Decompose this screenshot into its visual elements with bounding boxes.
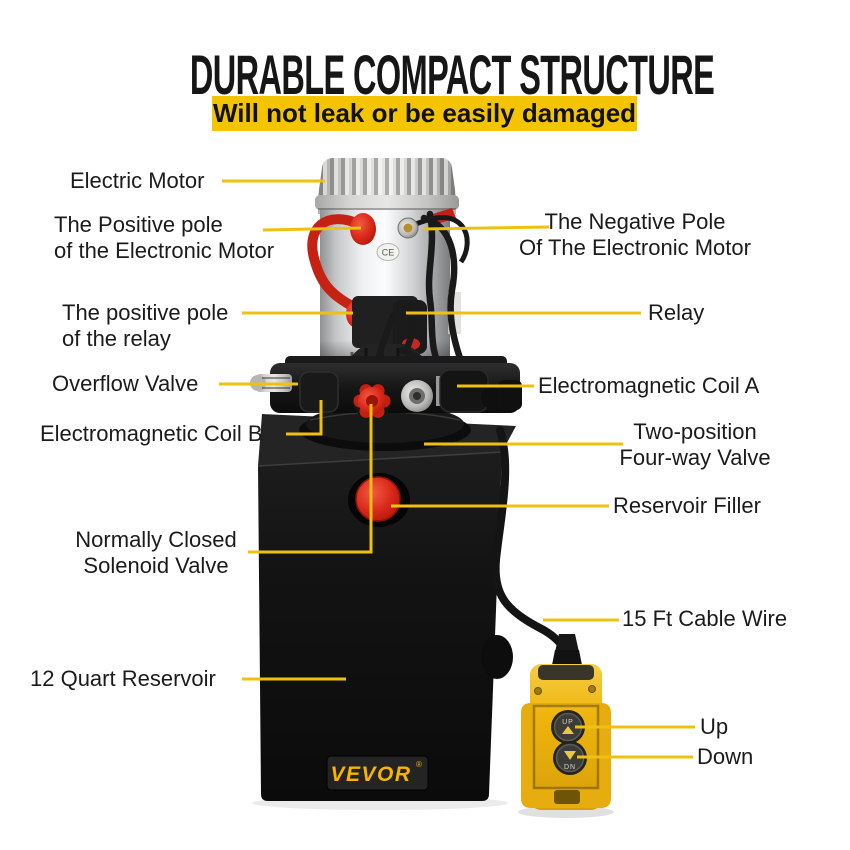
label-line: Solenoid Valve xyxy=(83,553,229,578)
ce-mark-text: CE xyxy=(382,248,395,258)
leader-normally-closed xyxy=(248,404,373,554)
label-line: of the relay xyxy=(62,326,171,351)
pendant-bracket xyxy=(521,703,611,808)
subtitle-banner: Will not leak or be easily damaged xyxy=(212,96,637,131)
reservoir-filler xyxy=(348,473,410,527)
page-title-text: DURABLE COMPACT STRUCTURE xyxy=(189,43,715,106)
up-button: UP xyxy=(551,710,585,744)
registered-mark: ® xyxy=(416,760,422,769)
pendant-remote: UP DN xyxy=(521,634,611,810)
label-normally-closed: Normally Closed Solenoid Valve xyxy=(61,527,251,579)
label-reservoir-filler: Reservoir Filler xyxy=(613,493,761,518)
positive-pole-motor-cap xyxy=(350,213,376,245)
up-arrow-icon xyxy=(562,726,574,734)
label-line: The Negative Pole xyxy=(544,209,726,234)
label-coil-a: Electromagnetic Coil A xyxy=(538,373,760,398)
down-button-text: DN xyxy=(564,764,576,771)
electromagnetic-coil-a xyxy=(439,369,489,413)
solenoid-release-knob xyxy=(353,382,391,420)
leader-negative-pole xyxy=(423,225,550,231)
pendant-screw xyxy=(588,685,596,693)
label-12-quart-reservoir: 12 Quart Reservoir xyxy=(30,666,216,691)
label-two-position-valve: Two-position Four-way Valve xyxy=(607,419,783,471)
label-line: Four-way Valve xyxy=(619,445,771,470)
leader-positive-pole-motor xyxy=(262,226,362,232)
label-overflow-valve: Overflow Valve xyxy=(52,371,199,396)
label-coil-b: Electromagnetic Coil B xyxy=(40,421,263,446)
down-button: DN xyxy=(553,741,587,775)
label-cable-wire: 15 Ft Cable Wire xyxy=(622,606,788,631)
red-wire-loop xyxy=(307,214,364,311)
cable-gland-top xyxy=(555,634,579,652)
pendant-screw xyxy=(534,687,542,695)
electromagnetic-coil-b xyxy=(299,371,339,413)
up-button-text: UP xyxy=(562,719,574,726)
label-negative-pole: The Negative Pole Of The Electronic Moto… xyxy=(500,209,770,261)
label-positive-pole-motor: The Positive pole of the Electronic Moto… xyxy=(54,212,274,264)
label-line: The positive pole xyxy=(62,300,229,325)
leader-coil-b xyxy=(286,400,323,436)
label-line: Normally Closed xyxy=(75,527,237,552)
label-electric-motor: Electric Motor xyxy=(70,168,205,193)
pendant-cable xyxy=(481,426,570,679)
brand-plate: VEVOR ® xyxy=(326,755,429,791)
label-down: Down xyxy=(697,744,754,769)
label-line: Of The Electronic Motor xyxy=(519,235,751,260)
valve-manifold xyxy=(250,356,522,420)
down-arrow-icon xyxy=(564,751,576,760)
pump-base xyxy=(299,405,471,451)
leader-lines xyxy=(219,179,695,759)
label-line: The Positive pole xyxy=(54,212,223,237)
ce-mark xyxy=(376,243,400,261)
label-line: of the Electronic Motor xyxy=(54,238,275,263)
reservoir-tank xyxy=(257,414,516,801)
label-up: Up xyxy=(700,714,729,739)
brand-logo: VEVOR xyxy=(330,763,411,786)
label-positive-pole-relay: The positive pole of the relay xyxy=(62,300,228,352)
page-title: DURABLE COMPACT STRUCTURE xyxy=(0,42,850,107)
motor-cap xyxy=(315,158,459,214)
label-relay: Relay xyxy=(648,300,705,325)
label-line: Two-position xyxy=(633,419,757,444)
